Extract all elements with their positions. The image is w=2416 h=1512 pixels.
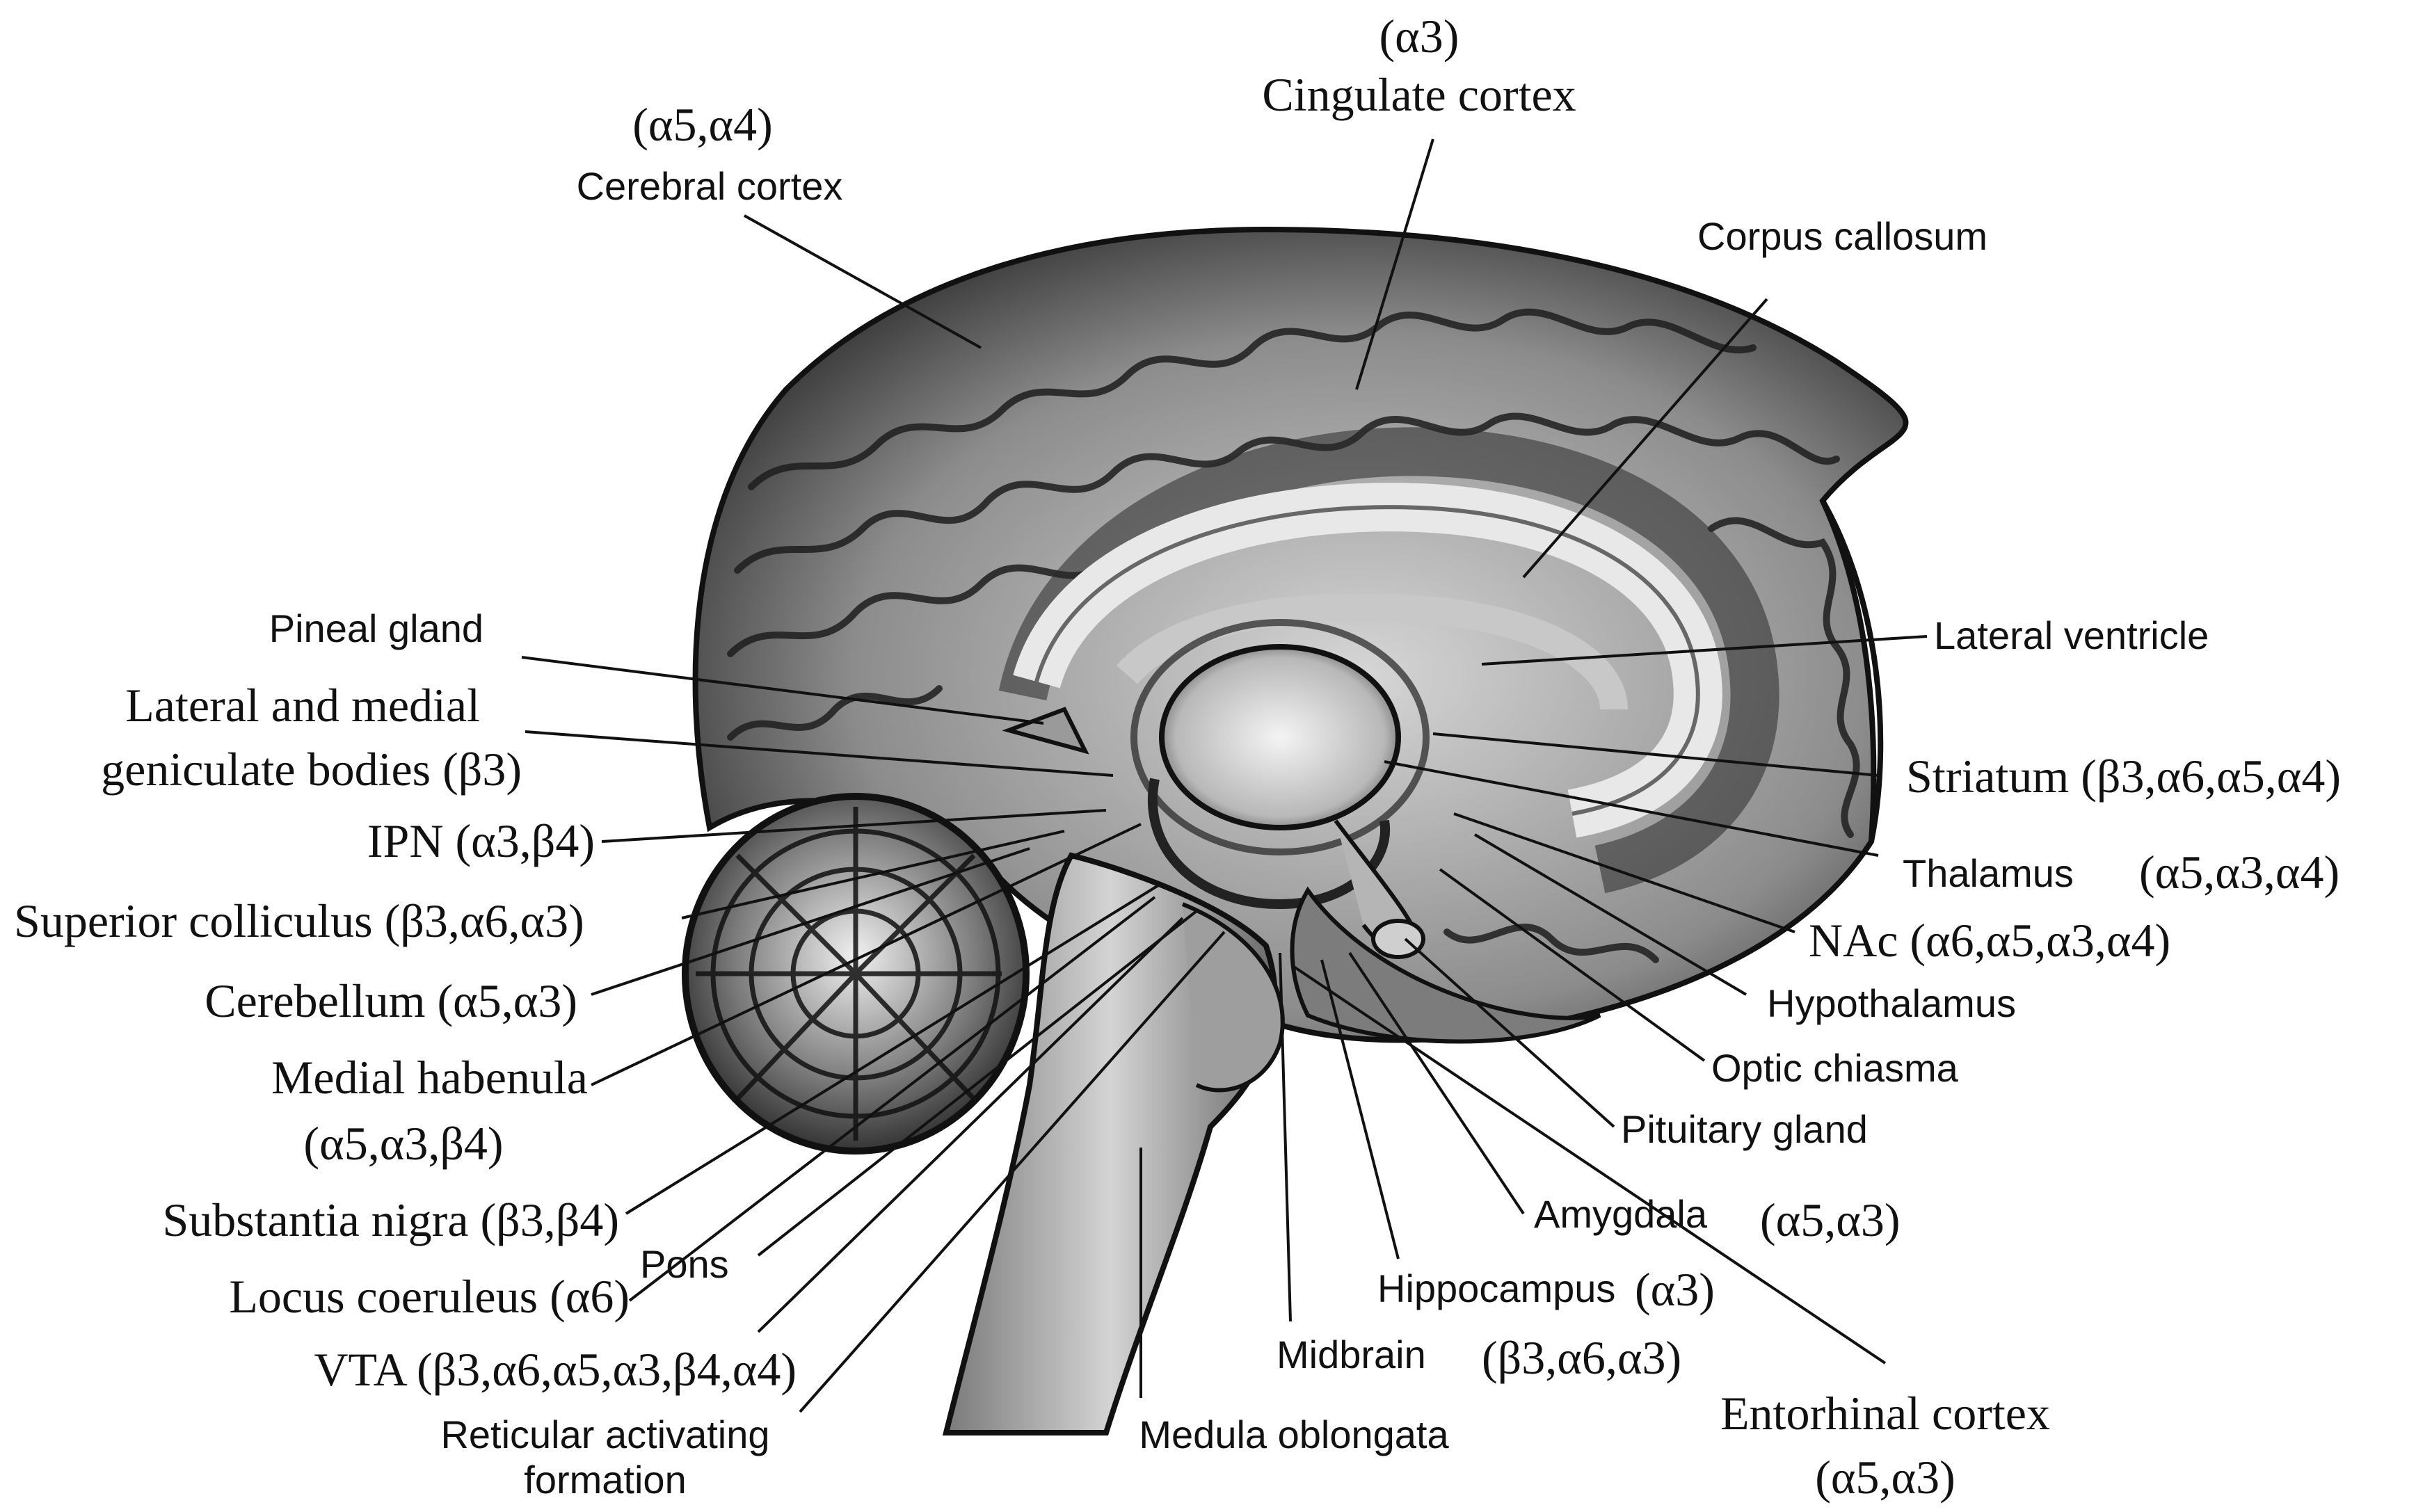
- cingulate-gyrus: [998, 427, 1779, 894]
- pituitary-shape: [1371, 919, 1425, 959]
- leader-cerebral: [744, 214, 982, 349]
- leader-lateral-ventricle: [1481, 635, 1928, 666]
- entorhinal-receptor-label: (α5,α3): [1815, 1451, 1955, 1504]
- leader-reticular: [799, 931, 1226, 1413]
- lateral-ventricle-shape: [1117, 593, 1628, 711]
- geniculate-label-line1: Lateral and medial: [125, 679, 480, 732]
- reticular-label-line2: formation: [524, 1458, 687, 1502]
- superior-colliculus-label: Superior colliculus (β3,α6,α3): [14, 894, 584, 947]
- pituitary-gland-label: Pituitary gland: [1621, 1107, 1868, 1151]
- leader-pons: [757, 910, 1198, 1257]
- cingulate-cortex-label: Cingulate cortex: [1262, 68, 1576, 121]
- leader-hippocampus: [1320, 959, 1400, 1260]
- thalamus-shape: [1159, 644, 1401, 830]
- leader-pineal: [521, 656, 1044, 725]
- lateral-ventricle-label: Lateral ventricle: [1934, 613, 2209, 657]
- leader-corpus: [1522, 298, 1768, 579]
- medula-oblongata-label: Medula oblongata: [1139, 1413, 1449, 1456]
- leader-vta: [757, 917, 1184, 1333]
- ipn-label: IPN (α3,β4): [367, 814, 595, 867]
- substantia-nigra-label: Substantia nigra (β3,β4): [162, 1193, 619, 1246]
- thalamus-receptor-label: (α5,α3,α4): [2139, 846, 2340, 899]
- leader-cerebellum: [591, 847, 1030, 996]
- leader-amygdala: [1348, 951, 1525, 1215]
- leader-entorhinal: [1293, 965, 1887, 1365]
- leader-lines: [521, 138, 1928, 1413]
- striatum-label: Striatum (β3,α6,α5,α4): [1906, 750, 2341, 803]
- corpus-callosum-label: Corpus callosum: [1697, 214, 1988, 258]
- vta-label: VTA (β3,α6,α5,α3,β4,α4): [314, 1343, 797, 1396]
- pineal-gland-label: Pineal gland: [269, 606, 483, 650]
- optic-chiasma-label: Optic chiasma: [1711, 1046, 1958, 1090]
- hippocampus-label: Hippocampus: [1377, 1266, 1616, 1310]
- leader-superior: [681, 830, 1065, 919]
- leader-pituitary: [1404, 938, 1615, 1128]
- leader-ipn: [601, 809, 1107, 843]
- hypothalamus-label: Hypothalamus: [1767, 981, 2016, 1025]
- thalamus-label: Thalamus: [1903, 851, 2074, 895]
- temporal-lobe: [1290, 886, 1601, 1044]
- leader-locus: [628, 896, 1156, 1302]
- cerebellum-folia: [696, 807, 1002, 1141]
- midbrain-receptor-label: (β3,α6,α3): [1482, 1331, 1682, 1384]
- nac-label: NAc (α6,α5,α3,α4): [1809, 914, 2171, 967]
- hippocampus-receptor-label: (α3): [1635, 1263, 1715, 1316]
- leader-geniculate: [525, 730, 1114, 777]
- leader-substantia: [625, 882, 1163, 1215]
- pineal-shape: [1002, 707, 1089, 755]
- cingulate-receptor-label: (α3): [1379, 10, 1459, 63]
- pons-label: Pons: [640, 1242, 729, 1286]
- leader-optic: [1439, 868, 1706, 1062]
- cerebellum-label: Cerebellum (α5,α3): [205, 974, 577, 1027]
- cerebrum-rim: [1820, 499, 1884, 842]
- leader-thalamus: [1384, 760, 1879, 857]
- fornix-shape: [1147, 778, 1391, 910]
- cerebral-receptor-label: (α5,α4): [632, 98, 773, 151]
- entorhinal-cortex-label: Entorhinal cortex: [1720, 1387, 2050, 1440]
- reticular-label-line1: Reticular activating: [440, 1413, 770, 1456]
- geniculate-label-line2: geniculate bodies (β3): [101, 743, 522, 796]
- amygdala-receptor-label: (α5,α3): [1760, 1193, 1901, 1246]
- leader-striatum: [1432, 732, 1879, 777]
- leader-cingulate: [1355, 138, 1434, 390]
- medial-habenula-label-line1: Medial habenula: [271, 1051, 588, 1104]
- medial-habenula-label-line2: (α5,α3,β4): [303, 1117, 504, 1170]
- leader-nac: [1453, 812, 1795, 933]
- amygdala-label: Amygdala: [1534, 1192, 1708, 1236]
- leader-hypothalamus: [1473, 833, 1747, 996]
- locus-coeruleus-label: Locus coeruleus (α6): [229, 1270, 630, 1323]
- leader-midbrain: [1279, 952, 1292, 1322]
- midbrain-label: Midbrain: [1277, 1333, 1426, 1376]
- leader-habenula: [591, 823, 1142, 1086]
- cerebral-cortex-label: Cerebral cortex: [576, 164, 843, 208]
